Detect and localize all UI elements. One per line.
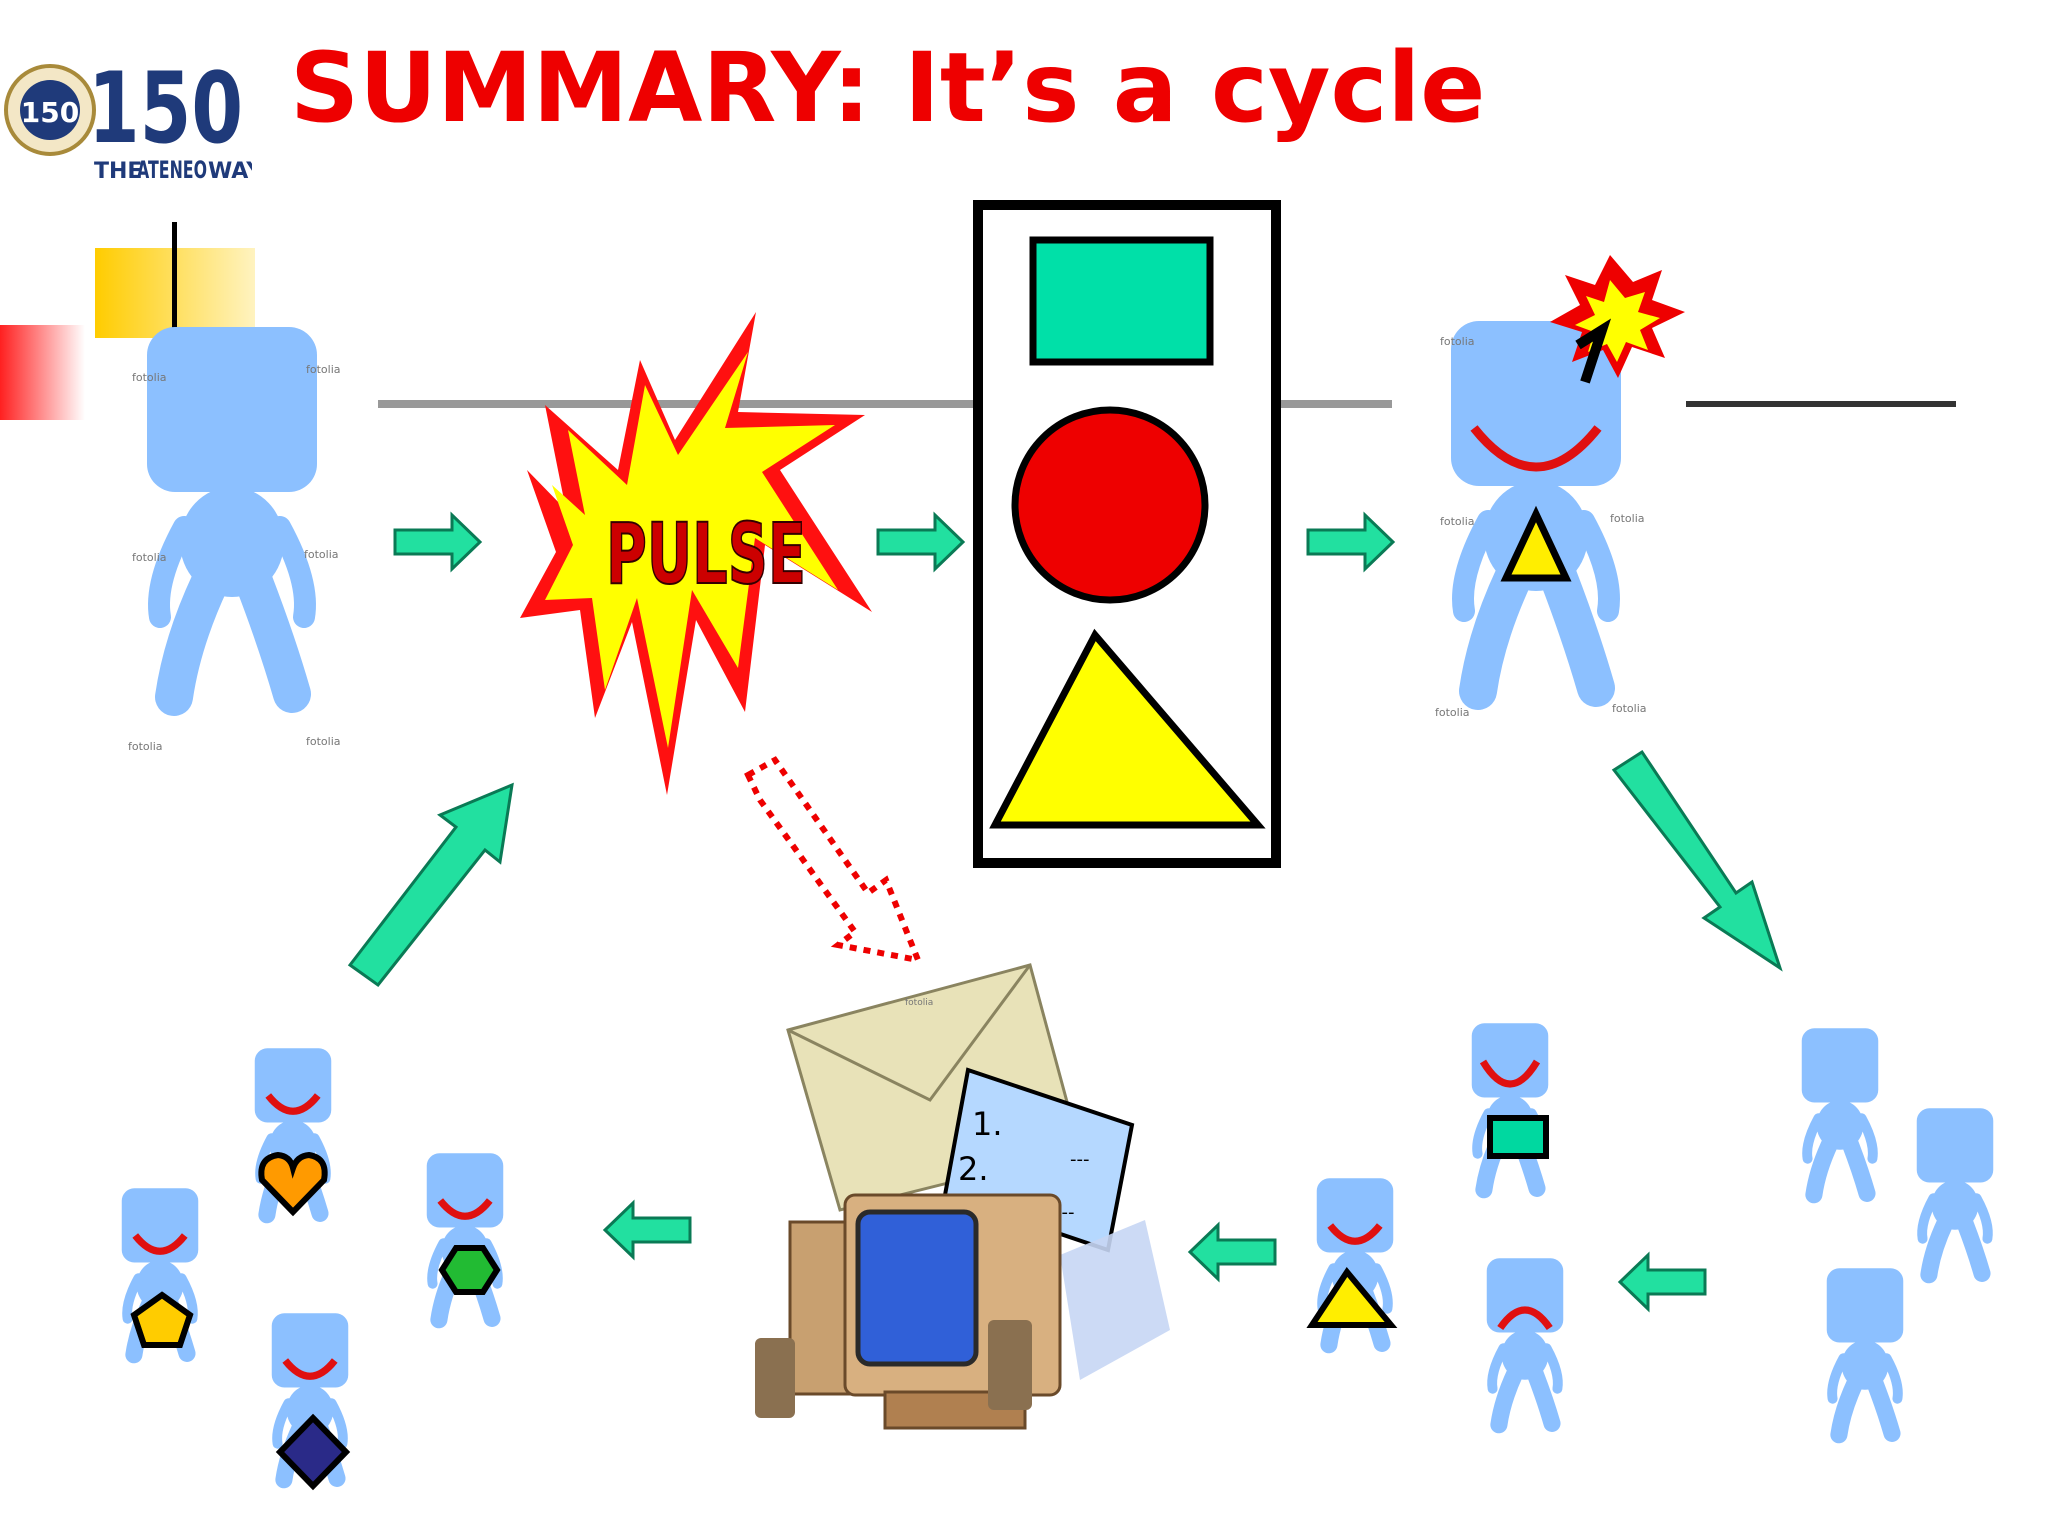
logo-brand-suffix: WAY: [208, 159, 252, 180]
watermark-text: fotolia: [304, 548, 339, 561]
arrow-right-icon: [1306, 511, 1396, 573]
watermark-text: fotolia: [306, 735, 341, 748]
arrow-left-icon: [1617, 1251, 1707, 1313]
logo-seal-number: 150: [21, 96, 79, 129]
ateneo-150-logo: 150 150 THE ATENEO WAY: [4, 52, 252, 180]
person-plain: [1917, 1108, 1994, 1275]
message-item-2: 2.: [958, 1150, 989, 1188]
message-dash: ---: [1070, 1149, 1090, 1170]
dotted-arrow-icon: [744, 756, 923, 964]
person-sad: [1487, 1258, 1564, 1425]
watermark-text: fotolia: [905, 998, 933, 1008]
arrow-right-icon: [876, 511, 966, 573]
logo-brand-main: ATENEO: [137, 156, 207, 180]
watermark-text: fotolia: [1435, 706, 1470, 719]
person-neutral: [147, 327, 317, 697]
arrow-left-icon: [1187, 1221, 1277, 1283]
hexagon-badge-icon: [438, 1245, 501, 1295]
heart-badge-icon: [258, 1151, 328, 1217]
person-plain: [1827, 1268, 1904, 1435]
triangle-badge-icon: [1306, 1266, 1398, 1328]
square-badge-icon: [1487, 1115, 1549, 1159]
person-triangle: [1317, 1178, 1394, 1345]
pulse-label: PULSE: [606, 505, 806, 603]
person-plain: [1802, 1028, 1879, 1195]
signal-triangle: [989, 628, 1266, 829]
small-burst-icon: [1550, 255, 1685, 384]
pulse-burst-icon: PULSE: [520, 312, 872, 795]
watermark-text: fotolia: [1612, 702, 1647, 715]
computer-with-mail-icon: fotolia 1. 2. --- ---: [755, 963, 1170, 1430]
arrow-down-right-icon: [1611, 749, 1783, 972]
person-heart: [255, 1048, 332, 1215]
watermark-text: fotolia: [1610, 512, 1645, 525]
message-item-1: 1.: [972, 1105, 1003, 1143]
watermark-text: fotolia: [1440, 515, 1475, 528]
person-diamond: [272, 1313, 349, 1480]
person-happy: [1451, 321, 1621, 691]
watermark-text: fotolia: [306, 363, 341, 376]
logo-number: 150: [88, 52, 243, 166]
diamond-badge-icon: [275, 1413, 351, 1491]
person-square: [1472, 1023, 1549, 1190]
arrow-left-icon: [602, 1199, 692, 1261]
person-hexagon: [427, 1153, 504, 1320]
watermark-text: fotolia: [132, 551, 167, 564]
smile-icon: [1470, 425, 1602, 472]
signal-circle: [1011, 406, 1209, 604]
signal-square: [1029, 236, 1214, 366]
watermark-text: fotolia: [132, 371, 167, 384]
arrow-up-right-icon: [347, 782, 514, 988]
traffic-signal: [973, 200, 1281, 868]
pentagon-badge-icon: [130, 1291, 194, 1348]
decorative-corner: [0, 222, 255, 420]
person-pentagon: [122, 1188, 199, 1355]
watermark-text: fotolia: [128, 740, 163, 753]
triangle-badge-icon: [1500, 505, 1572, 582]
watermark-text: fotolia: [1440, 335, 1475, 348]
page-title: SUMMARY: It’s a cycle: [290, 32, 1486, 144]
arrow-right-icon: [393, 511, 483, 573]
logo-brand-prefix: THE: [94, 159, 142, 180]
